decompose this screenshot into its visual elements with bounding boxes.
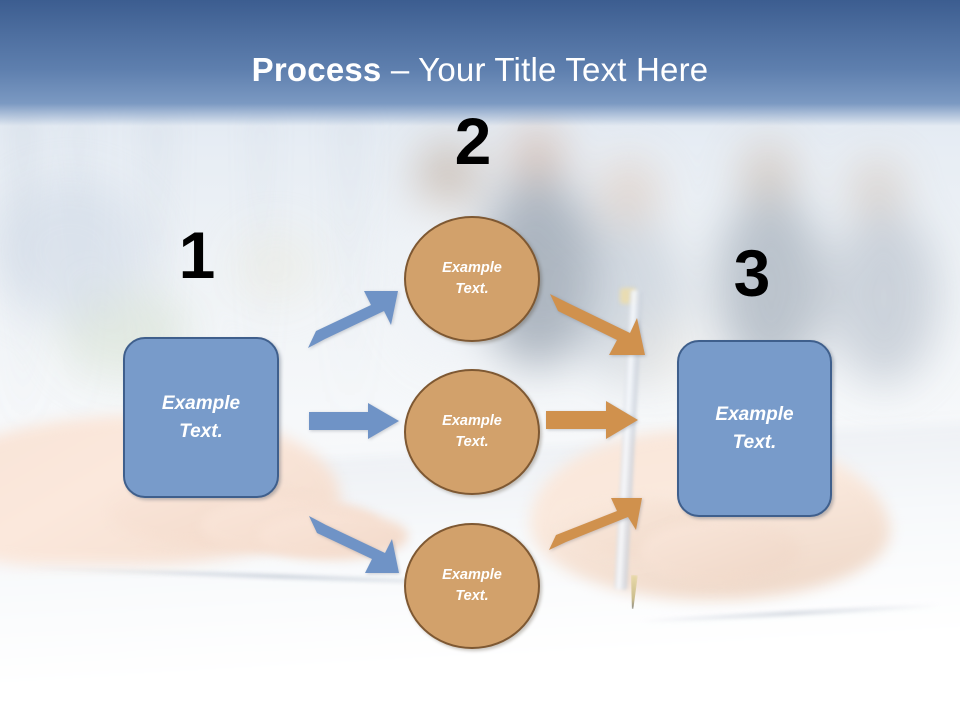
- step-number-2: 2: [454, 104, 492, 178]
- arrow-orange-down-icon: [547, 288, 649, 360]
- arrow-orange-up-icon: [547, 494, 645, 556]
- window-light-streaks: [0, 110, 420, 440]
- arrow-blue-mid-icon: [309, 403, 401, 439]
- step-number-1: 1: [178, 218, 216, 292]
- arrow-orange-mid-icon: [546, 401, 640, 439]
- title-rest: – Your Title Text Here: [381, 51, 709, 88]
- title-emphasis: Process: [251, 51, 382, 88]
- arrow-blue-down-icon: [306, 510, 402, 578]
- stage2-circle-bottom[interactable]: Example Text.: [404, 523, 540, 649]
- title-band: [0, 0, 960, 126]
- arrow-blue-up-icon: [305, 286, 401, 354]
- stage1-box[interactable]: Example Text.: [123, 337, 279, 498]
- stage2-circle-middle[interactable]: Example Text.: [404, 369, 540, 495]
- step-number-3: 3: [733, 236, 771, 310]
- stage2-circle-top[interactable]: Example Text.: [404, 216, 540, 342]
- stage3-box[interactable]: Example Text.: [677, 340, 832, 517]
- page-title: Process – Your Title Text Here: [0, 50, 960, 90]
